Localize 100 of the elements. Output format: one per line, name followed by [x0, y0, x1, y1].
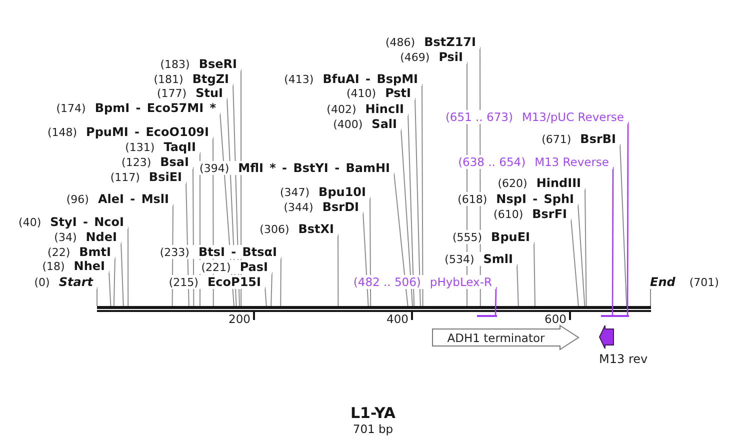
site-position: (701) [689, 276, 719, 290]
enzyme-name: BsiEI [148, 170, 182, 184]
leader-line [414, 98, 421, 306]
enzyme-name: SmlI [483, 252, 513, 266]
site-position: (618) [458, 193, 488, 207]
enzyme-name: HindIII [536, 176, 581, 190]
site-position: (181) [154, 73, 184, 87]
site-position: (671) [542, 133, 572, 147]
leader-line [280, 256, 282, 306]
map-title: L1-YA [350, 404, 396, 422]
scale-label: 600 [544, 312, 566, 326]
site-position: (233) [160, 246, 190, 260]
enzyme-name: TaqII [164, 140, 196, 154]
site-position: (40) [18, 216, 42, 230]
site-position: (183) [160, 58, 190, 72]
enzyme-name: PasI [240, 260, 268, 274]
site-position: (123) [122, 156, 152, 170]
feature-arrow [599, 325, 614, 349]
site-position: (148) [47, 126, 78, 140]
enzyme-name: StyI - NcoI [50, 215, 124, 229]
site-position: (18) [42, 260, 65, 274]
site-position: (347) [280, 186, 310, 200]
enzyme-name: BmtI [79, 245, 111, 259]
site-position: (402) [326, 103, 356, 117]
enzyme-name: Bpu10I [318, 185, 366, 199]
site-position: (177) [157, 87, 187, 101]
sequence-end-label: End [650, 275, 676, 289]
leader-line [584, 188, 587, 306]
enzyme-name: BsrBI [580, 132, 616, 146]
leader-line [400, 128, 413, 306]
leader-line [120, 242, 124, 306]
site-position: (469) [400, 51, 430, 65]
leader-line [370, 196, 372, 306]
sequence-length: 701 bp [352, 422, 394, 436]
enzyme-name: HincII [365, 102, 404, 116]
enzyme-name: NdeI [86, 230, 117, 244]
primer-position: (482 .. 506) [353, 275, 421, 289]
feature-label: M13 rev [599, 352, 648, 366]
site-position: (400) [333, 118, 363, 132]
enzyme-name: BseRI [198, 57, 237, 71]
primer-position: (651 .. 673) [445, 110, 513, 124]
site-position: (96) [66, 193, 89, 207]
scale-label: 400 [386, 312, 408, 326]
enzyme-name: BtgZI [192, 72, 229, 86]
enzyme-name: BtsI - BtsαI [198, 245, 277, 259]
leader-line [96, 286, 98, 306]
leader-line [650, 288, 651, 306]
enzyme-name: NheI [74, 259, 105, 273]
site-position: (22) [48, 246, 70, 260]
enzyme-name: PpuMI - EcoO109I [86, 125, 209, 139]
enzyme-name: BstXI [298, 222, 334, 236]
enzyme-name: PsiI [438, 50, 463, 64]
site-position: (215) [168, 276, 198, 290]
enzyme-name: BstZ17I [424, 35, 476, 49]
primer-position: (638 .. 654) [458, 155, 526, 169]
site-position: (555) [452, 231, 482, 245]
leader-line [570, 218, 579, 306]
leader-line [516, 264, 519, 306]
leader-line [626, 122, 629, 315]
leader-line [108, 270, 112, 306]
site-position: (174) [56, 102, 86, 116]
feature-label: ADH1 terminator [447, 330, 545, 344]
feature-arrow [432, 325, 579, 350]
site-position: (413) [284, 73, 314, 87]
enzyme-name: SalI [372, 117, 397, 131]
leader-line [338, 234, 339, 306]
leader-line [270, 272, 272, 306]
enzyme-name: BpmI - Eco57MI * [94, 101, 216, 115]
primer-name: M13 Reverse [534, 155, 609, 169]
leader-line [494, 286, 497, 316]
leader-line [578, 204, 586, 306]
site-position: (306) [260, 223, 290, 237]
enzyme-name: StuI [196, 86, 223, 100]
site-position: (0) [34, 276, 50, 290]
enzyme-name: EcoP15I [207, 275, 261, 289]
enzyme-name: BfuAI - BspMI [322, 72, 418, 86]
leader-line [394, 172, 408, 306]
leader-line [422, 84, 424, 306]
enzyme-name: NspI - SphI [496, 192, 574, 206]
site-position: (131) [125, 141, 155, 155]
enzyme-name: BsaI [160, 155, 189, 169]
site-position: (344) [284, 201, 314, 215]
leader-line [612, 167, 614, 315]
enzyme-name: PstI [385, 86, 411, 100]
scale-label: 200 [228, 312, 250, 326]
site-position: (394) [200, 162, 230, 176]
primer-name: M13/pUC Reverse [522, 110, 624, 124]
leader-line [113, 256, 116, 306]
sequence-end-label: Start [58, 275, 93, 289]
enzyme-name: MflI * - BstYI - BamHI [238, 161, 390, 175]
leader-line [534, 242, 536, 306]
site-position: (117) [110, 171, 140, 185]
site-position: (534) [444, 253, 474, 267]
enzyme-name: AleI - MslI [98, 192, 169, 206]
leader-line [408, 114, 415, 306]
leader-line [264, 286, 267, 306]
dna-backbone [97, 306, 651, 312]
enzyme-name: BsrFI [532, 207, 567, 221]
site-position: (620) [498, 177, 528, 191]
primer-name: pHybLex-R [430, 275, 492, 289]
